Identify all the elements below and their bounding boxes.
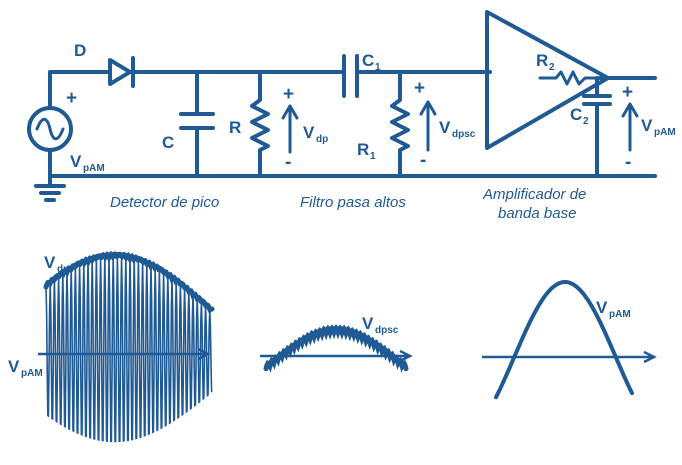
resistor-r2-label-sub: 2: [549, 62, 555, 73]
filtered-trace: [263, 324, 409, 373]
am-axis-label: V: [8, 357, 20, 376]
baseband-label-sub: pAM: [609, 309, 631, 320]
source-plus: +: [66, 88, 77, 109]
vpam-out-label-sub: pAM: [654, 127, 676, 138]
caption-amplifier-line1: Amplificador de: [482, 186, 586, 203]
ground-rail: [48, 148, 657, 178]
source-label: V: [70, 152, 82, 171]
diode-label: D: [74, 41, 86, 60]
caption-peak-detector: Detector de pico: [110, 194, 219, 211]
filtered-waveform: [263, 324, 409, 373]
capacitor-c-symbol: [179, 70, 215, 178]
baseband-label: V: [596, 298, 608, 317]
baseband-axis-arrow: [482, 350, 657, 364]
vdpsc-label: V: [439, 118, 451, 137]
vdp-minus: -: [285, 152, 291, 173]
am-axis-arrow: [38, 347, 211, 361]
resistor-r2-symbol: [538, 70, 604, 86]
vdp-label-sub: dp: [316, 134, 328, 145]
resistor-r1-symbol: [390, 70, 410, 178]
vdpsc-arrow: [419, 100, 437, 152]
vdp-plus: +: [283, 84, 294, 105]
am-carrier-trace: [45, 256, 213, 443]
capacitor-c2-symbol: [582, 76, 612, 178]
ground-symbol: [34, 174, 66, 202]
source-label-sub: pAM: [83, 163, 105, 174]
vpam-out-arrow: [621, 102, 639, 152]
resistor-r1-label: R: [357, 140, 369, 159]
capacitor-c2-label: C: [570, 105, 582, 124]
vdp-arrow: [281, 104, 299, 154]
am-top-label: V: [44, 253, 56, 272]
ac-source-wave: [35, 117, 65, 141]
am-top-label-sub: dp: [57, 264, 69, 275]
resistor-r-symbol: [250, 70, 270, 178]
vdpsc-minus: -: [420, 150, 426, 171]
amplifier-triangle: [485, 10, 610, 150]
capacitor-c-label: C: [162, 133, 174, 152]
capacitor-c1-symbol: [342, 54, 359, 98]
capacitor-c1-label-sub: 1: [375, 62, 381, 73]
vdpsc-plus: +: [414, 78, 425, 99]
filtered-label-sub: dpsc: [375, 325, 399, 336]
resistor-r1-label-sub: 1: [370, 151, 376, 162]
resistor-r2-label: R: [536, 51, 548, 70]
vpam-out-plus: +: [622, 82, 633, 103]
capacitor-c1-label: C: [362, 51, 374, 70]
filtered-label: V: [362, 314, 374, 333]
vdpsc-label-sub: dpsc: [452, 129, 476, 140]
caption-amplifier-line2: banda base: [498, 205, 576, 222]
diode-symbol: [108, 56, 135, 88]
ac-source-circle: [27, 106, 73, 152]
am-envelope-trace: [43, 250, 215, 315]
top-wire-left: [48, 70, 112, 110]
resistor-r-label: R: [229, 118, 241, 137]
vpam-out-minus: -: [625, 152, 631, 173]
am-axis-label-sub: pAM: [21, 368, 43, 379]
caption-high-pass: Filtro pasa altos: [300, 194, 406, 211]
am-waveform: [43, 250, 215, 443]
capacitor-c2-label-sub: 2: [583, 116, 589, 127]
baseband-waveform: [494, 280, 634, 400]
vpam-out-label: V: [641, 116, 653, 135]
vdp-label: V: [303, 123, 315, 142]
